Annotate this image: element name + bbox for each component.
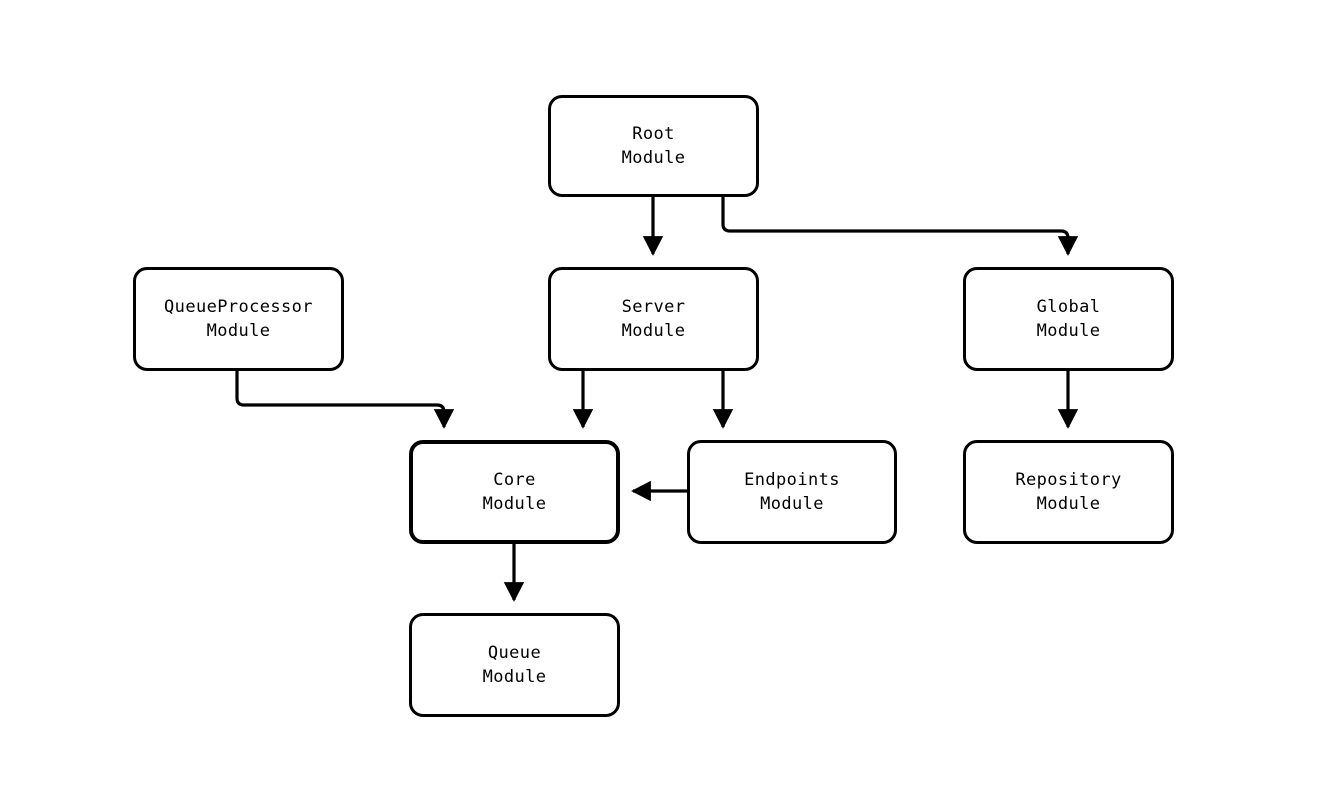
node-label-kind: Module bbox=[206, 321, 271, 341]
node-label-kind: Module bbox=[1036, 321, 1101, 341]
node-label-kind: Module bbox=[760, 494, 824, 514]
edge-root-to-global bbox=[721, 197, 1079, 256]
node-label-kind: Module bbox=[621, 321, 686, 341]
node-label-name: Server bbox=[621, 296, 686, 317]
node-label-name: Repository bbox=[1015, 469, 1122, 490]
node-label-kind: Module bbox=[1036, 494, 1101, 514]
node-label-kind: Module bbox=[482, 667, 547, 687]
node-label-name: Global bbox=[1036, 296, 1101, 317]
node-label-name: QueueProcessor bbox=[164, 296, 313, 317]
node-label-name: Endpoints bbox=[744, 469, 840, 490]
node-label-name: Root bbox=[632, 123, 675, 144]
node-label-name: Queue bbox=[487, 642, 542, 663]
node-label-kind: Module bbox=[621, 148, 686, 168]
edges-group bbox=[235, 197, 1079, 602]
edge-queueprocessor-to-core bbox=[235, 371, 455, 429]
node-label-kind: Module bbox=[482, 494, 547, 514]
node-label-name: Core bbox=[493, 469, 536, 490]
